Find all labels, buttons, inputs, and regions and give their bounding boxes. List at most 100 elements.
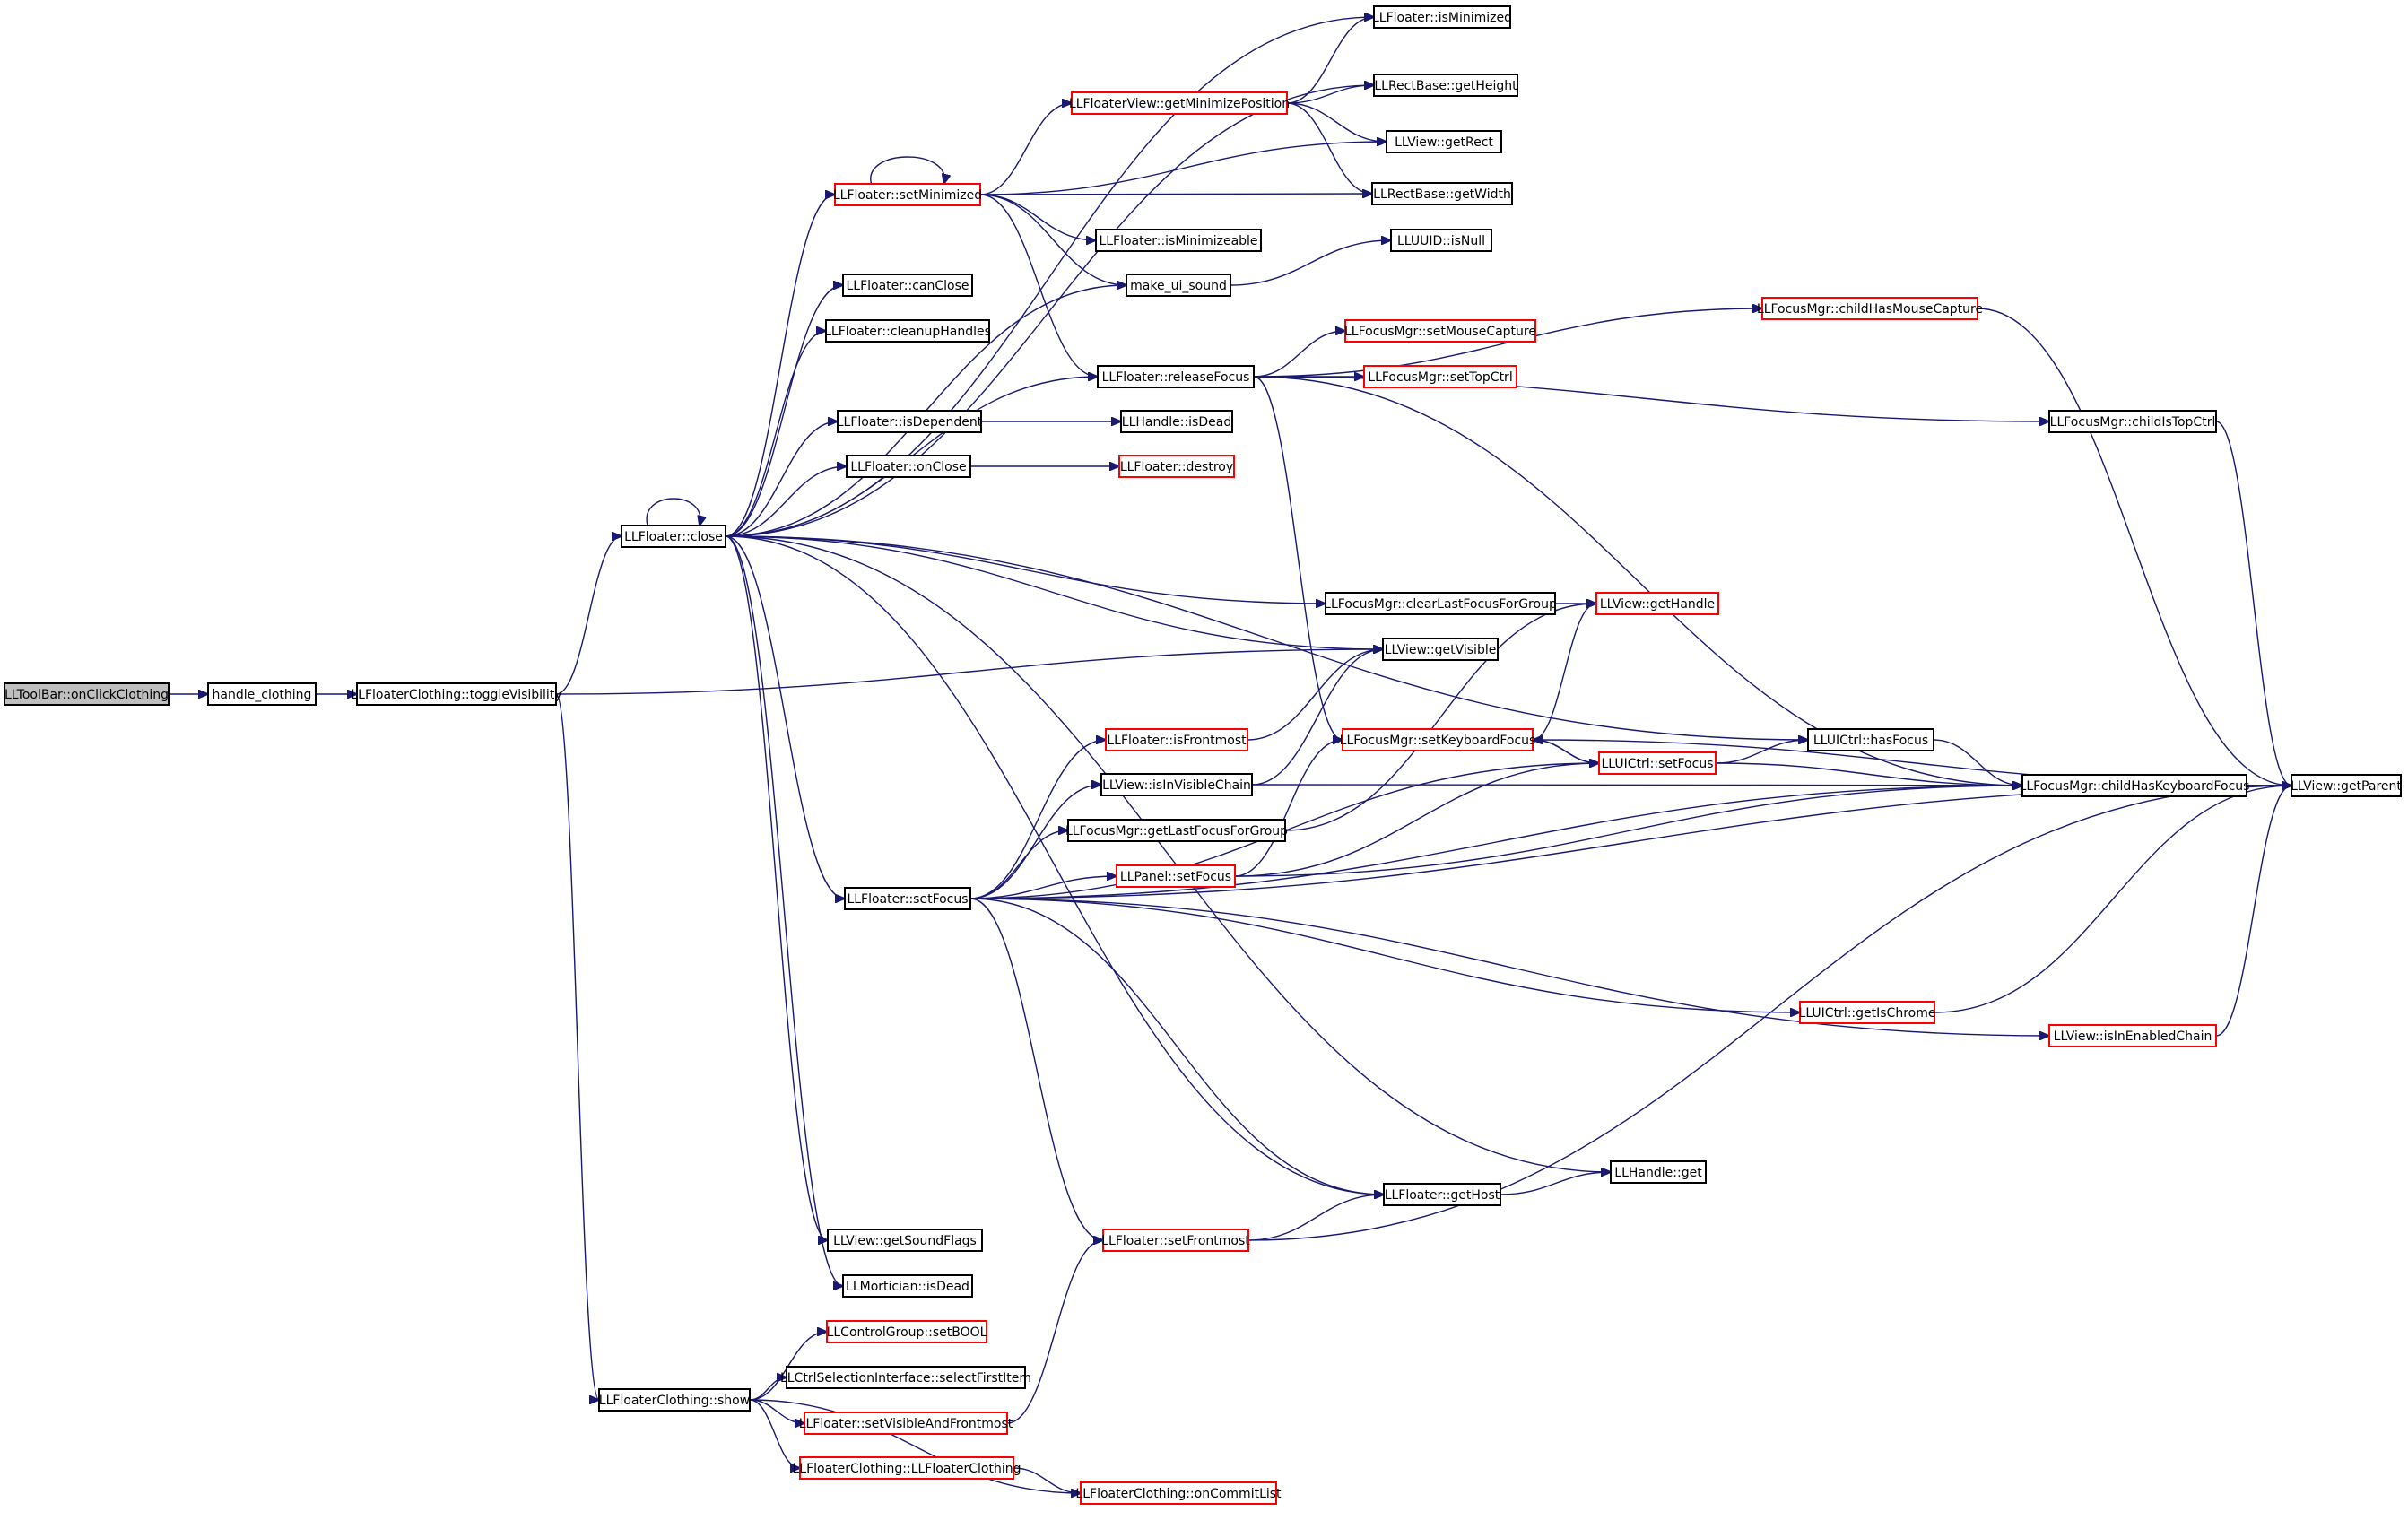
node-label: LLFloater::onClose bbox=[850, 460, 966, 474]
node-uuidIsNull[interactable]: LLUUID::isNull bbox=[1390, 229, 1492, 252]
node-onCommitList[interactable]: LLFloaterClothing::onCommitList bbox=[1075, 1481, 1282, 1505]
edge-setFocus-to-isInEnabledChain bbox=[969, 898, 2049, 1036]
node-isMinimized[interactable]: LLFloater::isMinimized bbox=[1372, 5, 1512, 29]
node-box bbox=[842, 274, 973, 297]
node-releaseFocus[interactable]: LLFloater::releaseFocus bbox=[1097, 365, 1255, 388]
node-morticianIsDead[interactable]: LLMortician::isDead bbox=[842, 1274, 973, 1298]
node-box bbox=[2291, 774, 2402, 797]
edge-panelSetFocus-to-childHasKeyboardFocus bbox=[1234, 786, 2022, 877]
node-label: LLFloaterClothing::LLFloaterClothing bbox=[792, 1462, 1021, 1476]
node-destroy[interactable]: LLFloater::destroy bbox=[1118, 455, 1235, 478]
node-setBOOL[interactable]: LLControlGroup::setBOOL bbox=[826, 1320, 987, 1343]
node-setFrontmost[interactable]: LLFloater::setFrontmost bbox=[1101, 1229, 1250, 1252]
node-canClose[interactable]: LLFloater::canClose bbox=[842, 274, 973, 297]
node-handle_clothing[interactable]: handle_clothing bbox=[207, 682, 317, 706]
node-label: LLUICtrl::getIsChrome bbox=[1799, 1006, 1936, 1021]
node-handleIsDead[interactable]: LLHandle::isDead bbox=[1120, 410, 1233, 433]
node-setTopCtrl[interactable]: LLFocusMgr::setTopCtrl bbox=[1363, 365, 1517, 388]
node-isInEnabledChain[interactable]: LLView::isInEnabledChain bbox=[2048, 1024, 2217, 1047]
node-box bbox=[207, 682, 317, 706]
edge-getMinimizePosition-to-getWidth bbox=[1286, 102, 1372, 194]
node-getHandle[interactable]: LLView::getHandle bbox=[1595, 592, 1719, 615]
node-ctorClothing[interactable]: LLFloaterClothing::LLFloaterClothing bbox=[792, 1456, 1021, 1480]
node-toggleVisibility[interactable]: LLFloaterClothing::toggleVisibility bbox=[351, 682, 562, 706]
node-getRect[interactable]: LLView::getRect bbox=[1386, 130, 1502, 153]
node-label: LLControlGroup::setBOOL bbox=[827, 1325, 987, 1340]
node-label: LLFocusMgr::childIsTopCtrl bbox=[2050, 415, 2216, 430]
node-setMouseCapture[interactable]: LLFocusMgr::setMouseCapture bbox=[1344, 319, 1536, 343]
edge-close-to-getHeight bbox=[725, 85, 1374, 537]
node-setMinimized[interactable]: LLFloater::setMinimized bbox=[833, 183, 982, 206]
node-box bbox=[1325, 592, 1556, 615]
node-childHasKeyboardFocus[interactable]: LLFocusMgr::childHasKeyboardFocus bbox=[2020, 774, 2250, 797]
edge-setFocus-to-getLastFocusForGroup bbox=[969, 830, 1068, 899]
node-selectFirstItem[interactable]: LLCtrlSelectionInterface::selectFirstIte… bbox=[780, 1366, 1031, 1389]
node-root[interactable]: LLToolBar::onClickClothing bbox=[4, 682, 170, 706]
node-show[interactable]: LLFloaterClothing::show bbox=[598, 1388, 751, 1412]
edge-isInVisibleChain-to-getVisible bbox=[1251, 649, 1383, 786]
node-getHost[interactable]: LLFloater::getHost bbox=[1383, 1183, 1501, 1206]
node-getHeight[interactable]: LLRectBase::getHeight bbox=[1373, 74, 1518, 97]
node-label: LLFloater::setMinimized bbox=[833, 188, 982, 203]
node-label: LLRectBase::getWidth bbox=[1373, 187, 1511, 202]
node-isDependent[interactable]: LLFloater::isDependent bbox=[837, 410, 983, 433]
node-childIsTopCtrl[interactable]: LLFocusMgr::childIsTopCtrl bbox=[2048, 410, 2217, 433]
node-getLastFocusForGroup[interactable]: LLFocusMgr::getLastFocusForGroup bbox=[1065, 819, 1288, 842]
node-getMinimizePosition[interactable]: LLFloaterView::getMinimizePosition bbox=[1069, 91, 1290, 115]
node-childHasMouseCapture[interactable]: LLFocusMgr::childHasMouseCapture bbox=[1757, 297, 1983, 320]
edge-show-to-selectFirstItem bbox=[749, 1377, 787, 1401]
edge-ctorClothing-to-onCommitList bbox=[1013, 1467, 1081, 1493]
node-getSoundFlags[interactable]: LLView::getSoundFlags bbox=[827, 1229, 983, 1252]
node-label: LLUICtrl::hasFocus bbox=[1813, 734, 1928, 748]
node-label: make_ui_sound bbox=[1130, 279, 1227, 293]
node-label: LLFocusMgr::childHasMouseCapture bbox=[1757, 302, 1983, 317]
node-box bbox=[1761, 297, 1978, 320]
node-getParent[interactable]: LLView::getParent bbox=[2291, 774, 2402, 797]
node-isFrontmost[interactable]: LLFloater::isFrontmost bbox=[1105, 728, 1248, 751]
node-box bbox=[846, 455, 971, 478]
node-box bbox=[1071, 91, 1288, 115]
node-label: LLFloater::setVisibleAndFrontmost bbox=[799, 1417, 1013, 1431]
node-box bbox=[1097, 365, 1255, 388]
edge-getMinimizePosition-to-getRect bbox=[1286, 102, 1387, 142]
node-label: LLUUID::isNull bbox=[1397, 234, 1485, 248]
node-panelSetFocus[interactable]: LLPanel::setFocus bbox=[1116, 864, 1236, 888]
edge-getLastFocusForGroup-to-getHandle bbox=[1284, 604, 1596, 831]
node-getIsChrome[interactable]: LLUICtrl::getIsChrome bbox=[1799, 1001, 1936, 1024]
edge-setFocus-to-getHost bbox=[969, 898, 1384, 1195]
node-clearLastFocusForGroup[interactable]: LLFocusMgr::clearLastFocusForGroup bbox=[1324, 592, 1557, 615]
node-label: LLFocusMgr::setMouseCapture bbox=[1344, 325, 1536, 339]
node-setVisibleAndFrontmost[interactable]: LLFloater::setVisibleAndFrontmost bbox=[799, 1412, 1013, 1435]
node-label: LLFloater::getHost bbox=[1385, 1188, 1500, 1203]
node-make_ui_sound[interactable]: make_ui_sound bbox=[1126, 274, 1231, 297]
node-label: LLFloater::isMinimizeable bbox=[1099, 234, 1257, 248]
node-label: LLView::isInEnabledChain bbox=[2054, 1029, 2212, 1044]
node-box bbox=[1595, 592, 1719, 615]
node-handleGet[interactable]: LLHandle::get bbox=[1610, 1160, 1707, 1184]
node-box bbox=[1386, 130, 1502, 153]
node-label: LLView::isInVisibleChain bbox=[1102, 778, 1251, 793]
edge-setFrontmost-to-getParent bbox=[1247, 786, 2291, 1241]
node-box bbox=[1371, 182, 1513, 205]
node-getVisible[interactable]: LLView::getVisible bbox=[1382, 638, 1499, 661]
node-setFocus[interactable]: LLFloater::setFocus bbox=[844, 887, 971, 910]
node-setKeyboardFocus[interactable]: LLFocusMgr::setKeyboardFocus bbox=[1340, 728, 1536, 751]
node-label: LLView::getHandle bbox=[1600, 597, 1715, 612]
node-box bbox=[844, 887, 971, 910]
node-hasFocus[interactable]: LLUICtrl::hasFocus bbox=[1807, 728, 1934, 751]
node-getWidth[interactable]: LLRectBase::getWidth bbox=[1371, 182, 1513, 205]
node-box bbox=[1120, 410, 1233, 433]
node-onClose[interactable]: LLFloater::onClose bbox=[846, 455, 971, 478]
node-label: LLUICtrl::setFocus bbox=[1601, 757, 1713, 771]
node-cleanupHandles[interactable]: LLFloater::cleanupHandles bbox=[824, 319, 991, 343]
edge-isInEnabledChain-to-getParent bbox=[2215, 786, 2291, 1037]
node-isMinimizeable[interactable]: LLFloater::isMinimizeable bbox=[1095, 229, 1262, 252]
node-box bbox=[842, 1274, 973, 1298]
node-label: LLFocusMgr::setKeyboardFocus bbox=[1340, 734, 1536, 748]
node-label: LLFloater::isMinimized bbox=[1372, 11, 1512, 25]
node-uictrlSetFocus[interactable]: LLUICtrl::setFocus bbox=[1598, 751, 1717, 775]
node-box bbox=[1363, 365, 1517, 388]
node-close[interactable]: LLFloater::close bbox=[621, 525, 726, 548]
node-isInVisibleChain[interactable]: LLView::isInVisibleChain bbox=[1100, 773, 1253, 796]
edge-getIsChrome-to-getParent bbox=[1934, 786, 2291, 1013]
